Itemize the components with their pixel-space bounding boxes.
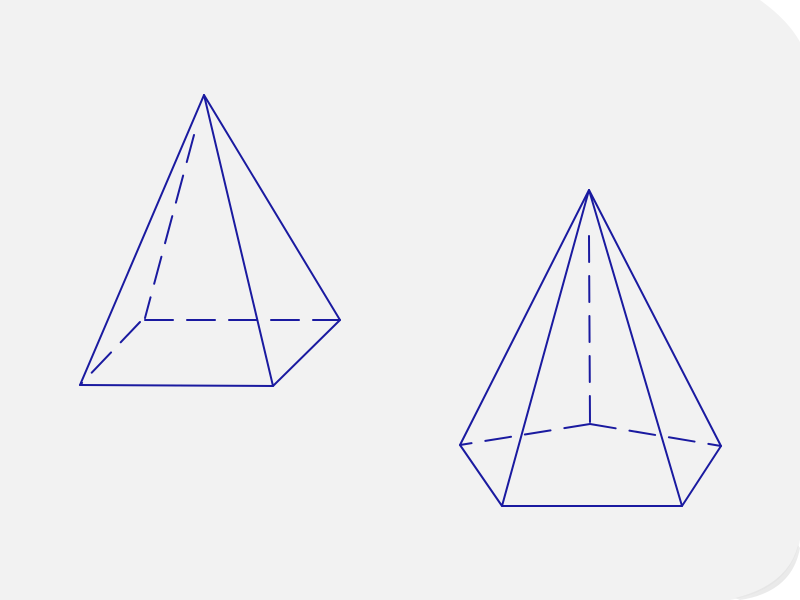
hidden-base-back-right-edge [589, 423, 722, 447]
base-front-edge [79, 384, 274, 387]
apex-to-front-right-edge [203, 94, 274, 387]
square-pyramid [79, 94, 341, 387]
apex-to-front-right-edge [588, 189, 683, 507]
apex-to-front-left-edge [501, 189, 590, 507]
apex-to-back-right-edge [203, 94, 341, 321]
paper-curl-bottom [730, 540, 800, 600]
base-right-front-edge [681, 445, 722, 507]
paper-curl-shadow [735, 545, 800, 600]
apex-to-front-left-edge [79, 94, 205, 386]
hidden-edges [79, 134, 341, 386]
hidden-base-back-left-edge [459, 423, 591, 446]
paper-curl-top [760, 0, 800, 42]
hidden-base-left-edge [79, 321, 141, 386]
apex-to-right-edge [588, 189, 722, 447]
apex-to-left-edge [459, 189, 590, 446]
base-right-edge [272, 319, 341, 387]
pentagonal-pyramid [459, 189, 722, 507]
hidden-apex-to-back-edge [588, 235, 591, 425]
hidden-edges [459, 235, 722, 447]
base-left-front-edge [459, 444, 503, 507]
hidden-apex-to-back-left-edge [144, 134, 195, 319]
